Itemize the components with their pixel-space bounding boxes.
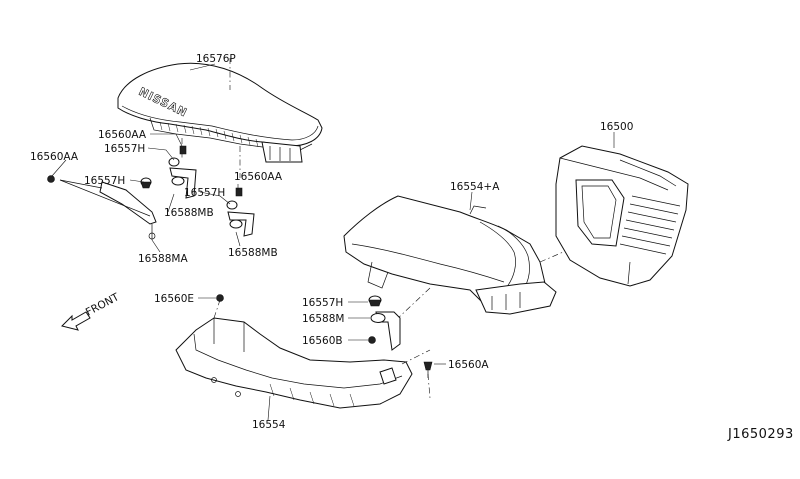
leader-lines	[51, 63, 615, 421]
resonator-cover: NISSAN	[117, 58, 323, 178]
bolt-16560E	[216, 294, 224, 302]
callout-16588MB-b: 16588MB	[228, 247, 278, 259]
callout-16500: 16500	[600, 121, 633, 133]
callout-16557H-b: 16557H	[84, 175, 125, 187]
callout-16560B: 16560B	[302, 335, 343, 347]
bracket-16588MA	[59, 179, 157, 240]
callout-16560E: 16560E	[154, 293, 194, 305]
front-arrow-icon	[61, 311, 91, 331]
air-cleaner	[555, 145, 689, 287]
callout-16554-plus-a: 16554+A	[450, 181, 500, 193]
callout-16576P: 16576P	[196, 53, 236, 65]
callout-16557H-c: 16557H	[184, 187, 225, 199]
bracket-16588MB-lower	[226, 187, 255, 237]
callout-16557H-d: 16557H	[302, 297, 343, 309]
callout-16588MA: 16588MA	[138, 253, 188, 265]
callout-16588MB-a: 16588MB	[164, 207, 214, 219]
callout-16560AA-c: 16560AA	[234, 171, 283, 183]
clip-16557H-left	[140, 177, 152, 189]
diagram-code: J1650293	[727, 427, 794, 442]
front-label: FRONT	[84, 291, 122, 319]
callout-16560AA-a: 16560AA	[98, 129, 147, 141]
center-bracket	[368, 295, 401, 351]
air-duct-lower	[175, 299, 431, 409]
callout-16588M: 16588M	[302, 313, 344, 325]
bracket-16588MB-upper	[168, 145, 197, 199]
air-duct-upper	[343, 195, 569, 321]
callout-16554: 16554	[252, 419, 286, 431]
bolt-16560A	[423, 361, 433, 378]
callout-16560AA-b: 16560AA	[30, 151, 79, 163]
bolt-16560AA-left	[47, 175, 55, 183]
callout-16560A: 16560A	[448, 359, 489, 371]
callout-16557H-a: 16557H	[104, 143, 145, 155]
